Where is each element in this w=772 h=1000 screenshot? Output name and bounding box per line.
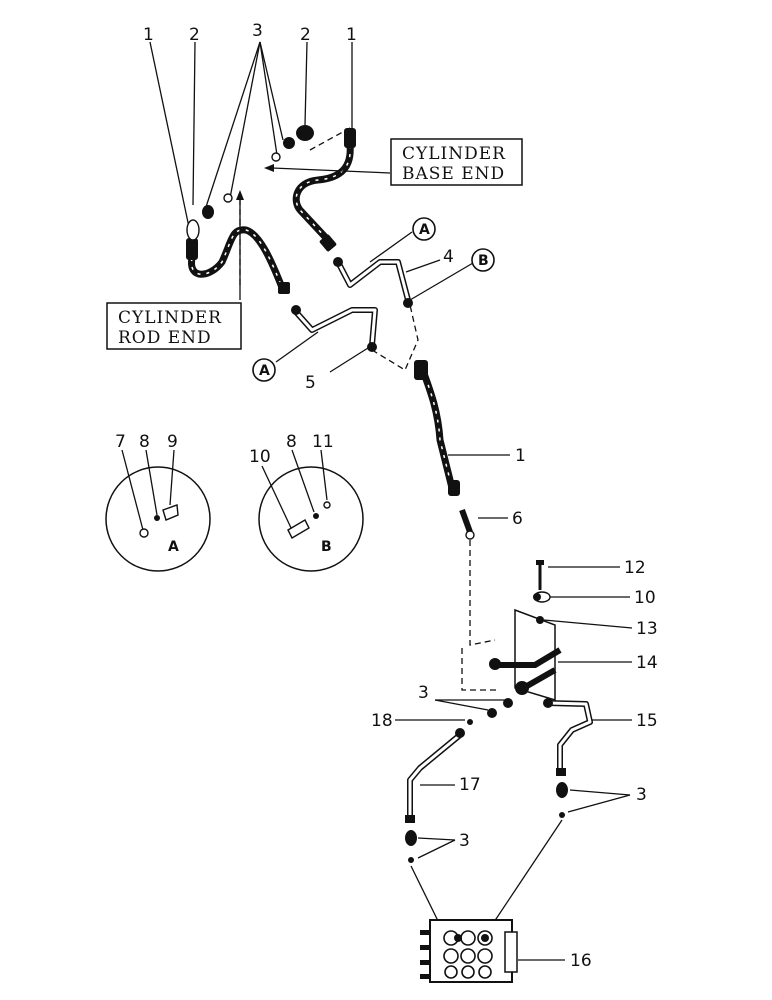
rod-end-line2: ROD END — [118, 328, 212, 348]
top-leader-lines — [149, 41, 353, 233]
tube-17 — [407, 728, 465, 820]
valve-leader-right — [491, 819, 563, 926]
callout-3: 3 — [636, 785, 647, 805]
fittings-right — [556, 768, 568, 818]
valve-leader-left — [410, 865, 441, 926]
callout-1: 1 — [143, 25, 154, 45]
base-end-line2: BASE END — [402, 164, 505, 184]
callout-4: 4 — [443, 247, 454, 267]
nut-13 — [536, 616, 544, 624]
dashed-connector-tubes — [371, 304, 419, 371]
label-box-cylinder-base-end: CYLINDER BASE END — [264, 138, 523, 186]
callout-8: 8 — [139, 432, 150, 452]
tube-4 — [333, 257, 413, 308]
callout-2: 2 — [300, 25, 311, 45]
callout-3: 3 — [459, 831, 470, 851]
base-end-line1: CYLINDER — [402, 144, 506, 164]
callout-15: 15 — [636, 711, 658, 731]
dashed-bracket-box — [461, 648, 500, 691]
callout-leaders — [329, 259, 633, 961]
detail-a-letter: A — [168, 539, 179, 555]
elbow-fitting-6 — [459, 508, 475, 540]
callout-2: 2 — [189, 25, 200, 45]
hose-rod-end — [186, 226, 290, 294]
rod-end-fittings — [186, 193, 233, 241]
hose-base-end — [292, 128, 356, 252]
hose-middle — [414, 360, 460, 496]
callout-1: 1 — [346, 25, 357, 45]
marker-a-left: A — [252, 331, 319, 382]
detail-view-b: B — [258, 449, 364, 572]
callout-17: 17 — [459, 775, 481, 795]
callout-18: 18 — [371, 711, 393, 731]
callout-13: 13 — [636, 619, 658, 639]
callout-12: 12 — [624, 558, 646, 578]
tube-5 — [291, 305, 378, 352]
detail-b-letter: B — [321, 539, 332, 555]
detail-view-a: A — [105, 449, 211, 572]
rod-end-line1: CYLINDER — [118, 308, 222, 328]
callout-8: 8 — [286, 432, 297, 452]
callout-10: 10 — [249, 447, 271, 467]
clip-10 — [533, 591, 551, 603]
bolt-12 — [536, 560, 544, 590]
callout-9: 9 — [167, 432, 178, 452]
svg-text:A: A — [259, 363, 270, 379]
callout-5: 5 — [305, 373, 316, 393]
callout-6: 6 — [512, 509, 523, 529]
callout-10: 10 — [634, 588, 656, 608]
number-labels: 1 2 3 2 1 4 5 1 6 7 8 9 10 8 11 12 10 13… — [115, 21, 658, 971]
label-box-cylinder-rod-end: CYLINDER ROD END — [106, 190, 244, 350]
dashed-connector-top — [309, 127, 351, 151]
dashed-connector-valve — [469, 540, 496, 646]
control-valve-16 — [420, 919, 518, 983]
callout-3: 3 — [418, 683, 429, 703]
fittings-left-low — [405, 815, 417, 863]
fittings-mid — [467, 698, 513, 725]
callout-11: 11 — [312, 432, 334, 452]
callout-1: 1 — [515, 446, 526, 466]
callout-14: 14 — [636, 653, 658, 673]
marker-a-top: A — [369, 217, 436, 263]
tube-15 — [543, 698, 593, 768]
top-fittings — [271, 125, 314, 162]
tube-14 — [489, 647, 562, 695]
callout-3: 3 — [252, 21, 263, 41]
svg-text:B: B — [478, 253, 489, 269]
svg-text:A: A — [419, 222, 430, 238]
marker-b-top: B — [409, 248, 495, 301]
callout-7: 7 — [115, 432, 126, 452]
callout-16: 16 — [570, 951, 592, 971]
